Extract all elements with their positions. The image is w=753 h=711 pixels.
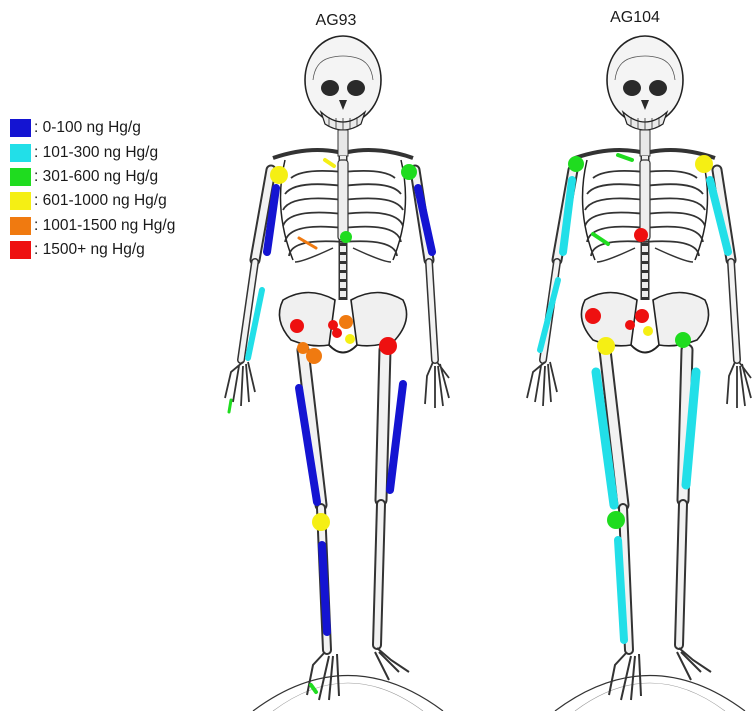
ag93-right-hip: [306, 348, 322, 364]
skeleton-ag93: [225, 36, 449, 711]
ag104-rib: [593, 234, 608, 244]
ag93-clavicle: [325, 160, 334, 166]
ag104-pelvis-ilium: [585, 308, 601, 324]
ag93-left-hip: [379, 337, 397, 355]
ag104-clavicle: [618, 155, 632, 160]
ag93-pubis-2: [332, 328, 342, 338]
ag104-right-knee: [607, 511, 625, 529]
ag104-sternum: [634, 228, 648, 242]
ag104-sacrum: [635, 309, 649, 323]
ag93-foot: [311, 685, 316, 692]
ag93-right-tibia: [322, 545, 327, 632]
ag93-left-shoulder: [401, 164, 417, 180]
ag93-rib: [299, 238, 316, 248]
skeleton-ag104: [527, 36, 751, 711]
ag104-pubis: [625, 320, 635, 330]
ag93-right-shoulder: [270, 166, 288, 184]
ag93-sternum: [340, 231, 352, 243]
ag93-hand-phalanx: [229, 400, 231, 412]
ag93-right-knee: [312, 513, 330, 531]
ag104-right-shoulder: [568, 156, 584, 172]
ag104-left-hip: [675, 332, 691, 348]
ag104-right-hip: [597, 337, 615, 355]
ag104-left-shoulder: [695, 155, 713, 173]
ag93-left-femur: [390, 384, 403, 490]
ag93-sacrum: [339, 315, 353, 329]
ag104-coccyx: [643, 326, 653, 336]
ag93-pelvis-ilium: [290, 319, 304, 333]
ag93-coccyx: [345, 334, 355, 344]
